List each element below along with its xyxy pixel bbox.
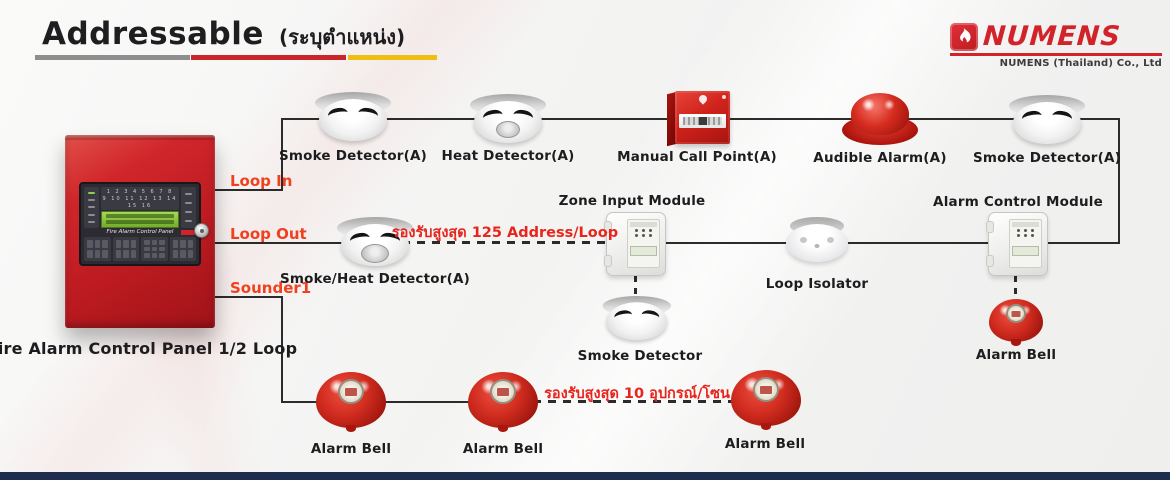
loop-out-wire (212, 242, 402, 244)
numens-badge (181, 230, 195, 235)
alarm-bell-device-2 (468, 372, 538, 432)
flame-icon (950, 23, 978, 51)
bell-label: Alarm Bell (724, 436, 806, 452)
logo-wordmark: NUMENS (981, 21, 1123, 52)
panel-right-leds (181, 187, 196, 228)
panel-keypad (141, 237, 168, 261)
title-text: Addressable (42, 16, 264, 52)
alarm-control-module-device (986, 212, 1048, 276)
sub-alarm-bell-device (989, 299, 1043, 346)
sounder-wire (212, 296, 283, 298)
title-underline-gray (35, 55, 190, 60)
smoke-detector-device-2 (1005, 95, 1089, 149)
footer-bar (0, 472, 1170, 480)
logo-company-name: NUMENS (Thailand) Co., Ltd (999, 58, 1162, 69)
title-underline-red (191, 55, 346, 60)
panel-key-group (169, 237, 196, 261)
right-drop-wire (1118, 118, 1120, 244)
smoke-detector-device-1 (311, 92, 395, 146)
device-label: Manual Call Point(A) (617, 149, 777, 165)
panel-title-row: Fire Alarm Control Panel (84, 228, 196, 235)
port-label-sounder1: Sounder1 (230, 279, 312, 297)
audible-alarm-device (842, 93, 918, 145)
panel-lcd-display (101, 211, 179, 228)
port-label-loop-in: Loop In (230, 172, 293, 190)
alarm-bell-device-3 (731, 370, 801, 430)
bell-badge (490, 379, 516, 404)
device-label: Heat Detector(A) (441, 148, 575, 164)
device-label: Smoke Detector(A) (278, 148, 428, 164)
logo-underline (950, 53, 1162, 56)
zone-numbers-row2: 9 10 11 12 13 14 15 16 (102, 196, 178, 209)
panel-center-section: 1 2 3 4 5 6 7 8 9 10 11 12 13 14 15 16 (101, 187, 179, 228)
bell-badge (1006, 304, 1026, 323)
loop-capacity-annotation: รองรับสูงสุด 125 Address/Loop (391, 225, 619, 241)
panel-rim (65, 135, 215, 140)
sub-alarm-bell-label: Alarm Bell (975, 347, 1057, 363)
bell-label: Alarm Bell (310, 441, 392, 457)
title-subtitle-thai: (ระบุตำแหน่ง) (278, 25, 406, 49)
bell-badge (753, 377, 779, 402)
panel-zone-indicators: 1 2 3 4 5 6 7 8 9 10 11 12 13 14 15 16 (101, 187, 179, 210)
device-label: Smoke/Heat Detector(A) (279, 271, 471, 287)
panel-status-leds (84, 187, 99, 228)
zone-numbers-row1: 1 2 3 4 5 6 7 8 (106, 189, 174, 195)
zone-capacity-annotation: รองรับสูงสุด 10 อุปกรณ์/โซน (544, 386, 730, 402)
heat-detector-device (466, 94, 550, 148)
panel-caption: Fire Alarm Control Panel 1/2 Loop (0, 339, 298, 358)
numens-logo: NUMENS NUMENS (Thailand) Co., Ltd (950, 21, 1162, 69)
loop-in-wire (212, 189, 283, 191)
sounder-drop-wire (281, 296, 283, 403)
alarm-control-module-label: Alarm Control Module (933, 194, 1103, 210)
alarm-control-module-wire (1046, 242, 1120, 244)
panel-upper-section: 1 2 3 4 5 6 7 8 9 10 11 12 13 14 15 16 (84, 187, 196, 228)
port-label-loop-out: Loop Out (230, 225, 307, 243)
device-label: Smoke Detector(A) (972, 150, 1122, 166)
panel-key-group (112, 237, 139, 261)
sub-smoke-detector-label: Smoke Detector (577, 348, 703, 364)
page-title: Addressable (ระบุตำแหน่ง) (42, 16, 405, 53)
panel-keyhole (194, 223, 209, 238)
zone-input-module-label: Zone Input Module (558, 193, 706, 209)
sub-smoke-detector-device (599, 296, 675, 345)
fire-alarm-control-panel-device: 1 2 3 4 5 6 7 8 9 10 11 12 13 14 15 16 F… (65, 135, 215, 328)
logo-row: NUMENS (950, 21, 1162, 52)
panel-key-group (84, 237, 111, 261)
bell-label: Alarm Bell (462, 441, 544, 457)
manual-call-point-device (666, 91, 730, 147)
panel-faceplate: 1 2 3 4 5 6 7 8 9 10 11 12 13 14 15 16 F… (79, 182, 201, 266)
flame-icon (696, 93, 709, 105)
loop-isolator-label: Loop Isolator (765, 276, 869, 292)
device-label: Audible Alarm(A) (813, 150, 947, 166)
loop-in-riser-wire (281, 118, 283, 191)
loop-isolator-device (786, 217, 848, 263)
title-underline-yellow (348, 55, 437, 60)
panel-face-title: Fire Alarm Control Panel (106, 228, 174, 235)
bell-badge (338, 379, 364, 404)
panel-keypad-section (84, 237, 196, 261)
alarm-bell-device-1 (316, 372, 386, 432)
